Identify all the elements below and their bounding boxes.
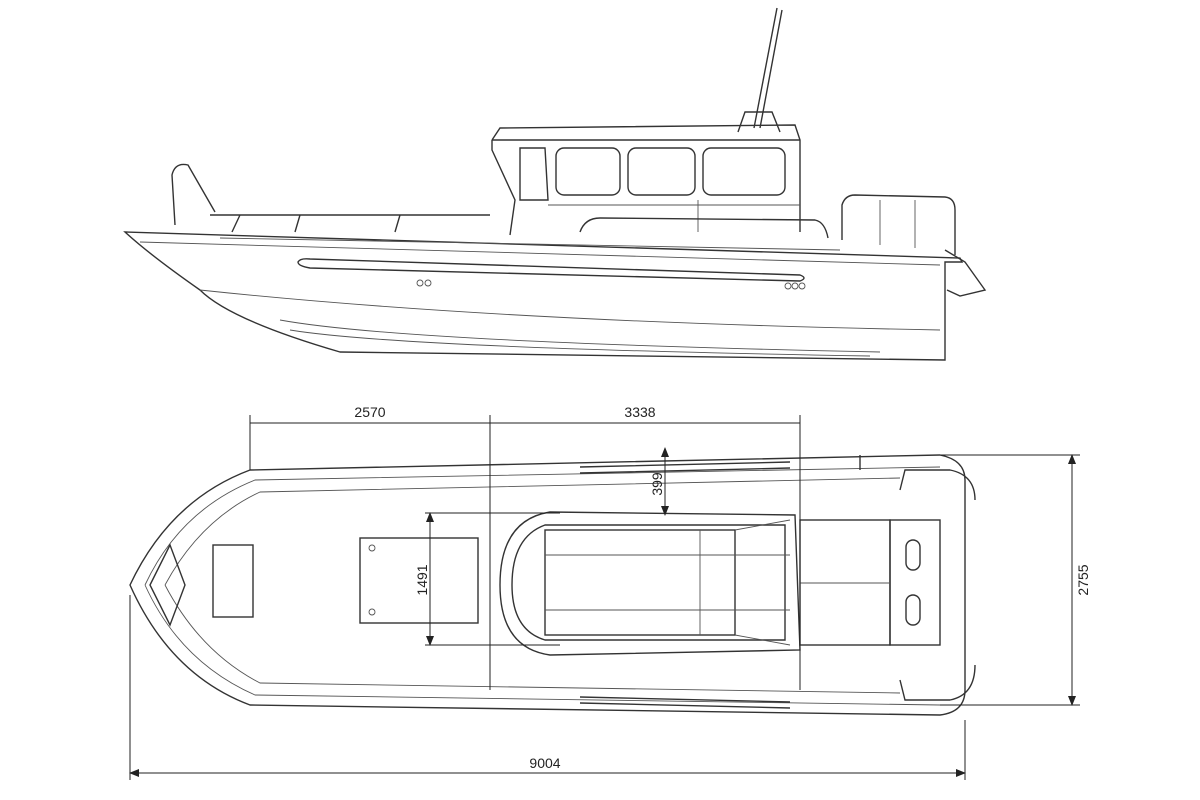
cabin-window (627, 147, 696, 196)
cabin-roof-plan (499, 511, 801, 656)
mast (737, 7, 783, 133)
hull-plan (129, 454, 976, 716)
dimension-label-beam: 2755 (1075, 564, 1091, 595)
cabin (491, 124, 801, 236)
dimension-label-cabin-width: 1491 (414, 564, 430, 595)
dimension-label-overall-length: 9004 (529, 755, 560, 771)
deck-hatch (359, 537, 479, 624)
cabin-window (555, 147, 621, 196)
plan-view: 2570 3338 399 1491 2755 9004 (129, 404, 1091, 780)
bow-hatch (212, 544, 254, 618)
side-profile-view (123, 7, 987, 361)
dimension-label-cabin-offset: 399 (649, 472, 665, 496)
aft-deck (799, 519, 941, 646)
hull-side (123, 231, 987, 361)
railings (171, 163, 956, 255)
cabin-window (702, 147, 786, 196)
dimension-lines (129, 415, 1080, 780)
dimension-label-aft-section: 2570 (354, 404, 385, 420)
dimension-label-cabin-length: 3338 (624, 404, 655, 420)
